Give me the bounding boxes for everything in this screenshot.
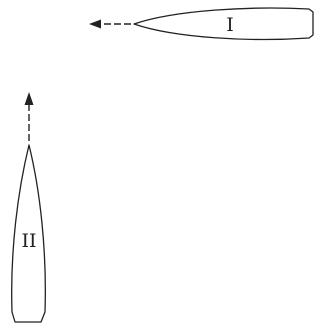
boat-2-direction-arrow <box>24 92 34 141</box>
boat-2-hull <box>11 144 46 323</box>
boat-1-label: I <box>226 14 234 36</box>
boat-1-hull <box>133 7 314 41</box>
boat-1: I <box>133 7 314 41</box>
boat-2: II <box>11 144 46 323</box>
boat-2-label: II <box>21 230 36 252</box>
boat-1-direction-arrow <box>89 19 131 29</box>
boat-2-arrow-head <box>24 92 34 105</box>
boat-1-arrow-head <box>89 19 101 29</box>
